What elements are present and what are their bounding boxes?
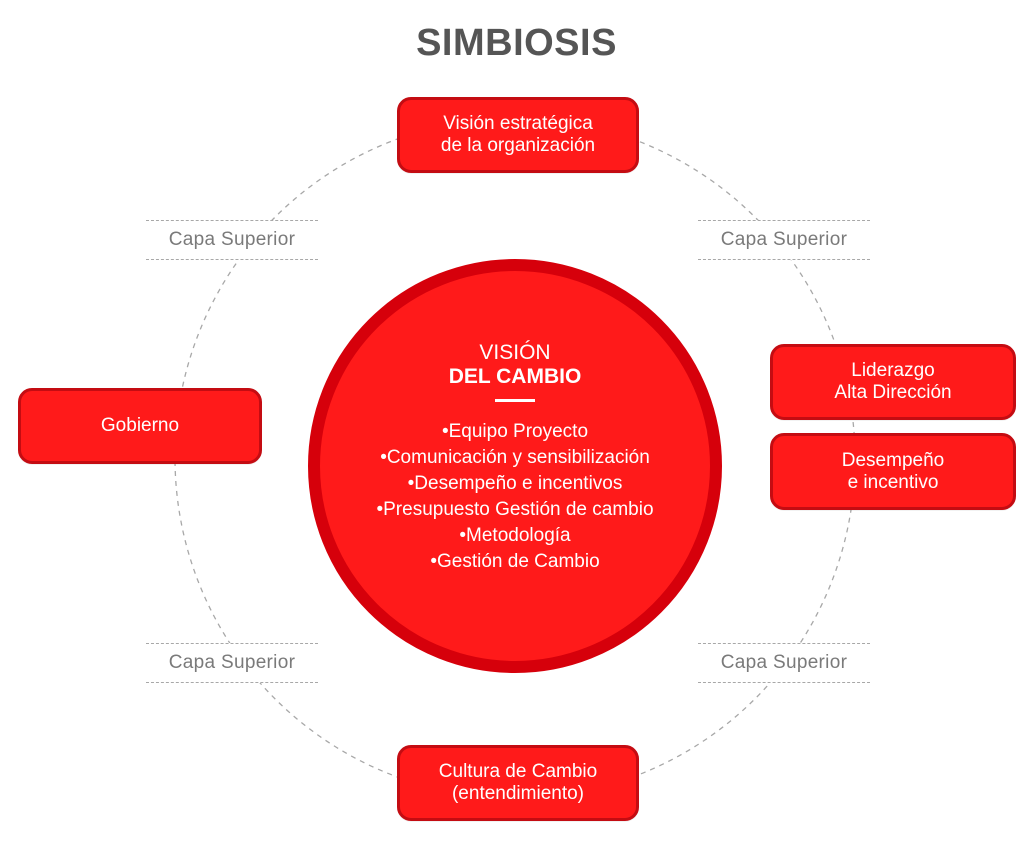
layer-label-bottom-right: Capa Superior	[698, 643, 870, 683]
center-divider	[495, 399, 535, 402]
node-desempeno-line1: Desempeño	[841, 449, 945, 471]
node-desempeno-line2: e incentivo	[847, 471, 939, 493]
center-item: •Gestión de Cambio	[430, 551, 600, 572]
center-item-list: •Equipo Proyecto •Comunicación y sensibi…	[320, 419, 710, 575]
layer-label-bottom-left: Capa Superior	[146, 643, 318, 683]
node-gobierno-line1: Gobierno	[100, 415, 180, 436]
node-cultura-line1: Cultura de Cambio	[438, 761, 598, 782]
diagram-title: SIMBIOSIS	[416, 22, 617, 64]
node-vision-line1: Visión estratégica	[443, 113, 593, 134]
node-vision-line2: de la organización	[440, 135, 596, 156]
center-circle: VISIÓN DEL CAMBIO •Equipo Proyecto •Comu…	[308, 259, 722, 673]
node-cultura-line2: (entendimiento)	[451, 783, 585, 804]
center-item: •Presupuesto Gestión de cambio	[376, 499, 654, 520]
layer-label-top-left-text: Capa Superior	[168, 229, 296, 250]
node-liderazgo-line2: Alta Dirección	[834, 382, 952, 403]
layer-label-top-left: Capa Superior	[146, 220, 318, 260]
node-gobierno: Gobierno	[18, 388, 262, 464]
layer-label-top-right-text: Capa Superior	[720, 229, 848, 250]
node-desempeno: Desempeño e incentivo	[770, 433, 1016, 510]
layer-label-bottom-right-text: Capa Superior	[720, 652, 848, 673]
center-item: •Equipo Proyecto	[441, 421, 589, 442]
center-item: •Desempeño e incentivos	[407, 473, 623, 494]
layer-label-bottom-left-text: Capa Superior	[168, 652, 296, 673]
center-item: •Comunicación y sensibilización	[380, 447, 650, 468]
center-title-bottom: DEL CAMBIO	[448, 365, 582, 388]
node-cultura: Cultura de Cambio (entendimiento)	[397, 745, 639, 821]
center-title-top: VISIÓN	[479, 341, 551, 364]
center-item: •Metodología	[459, 525, 571, 546]
node-liderazgo: Liderazgo Alta Dirección	[770, 344, 1016, 420]
node-liderazgo-line1: Liderazgo	[851, 360, 935, 381]
layer-label-top-right: Capa Superior	[698, 220, 870, 260]
node-vision-estrategica: Visión estratégica de la organización	[397, 97, 639, 173]
